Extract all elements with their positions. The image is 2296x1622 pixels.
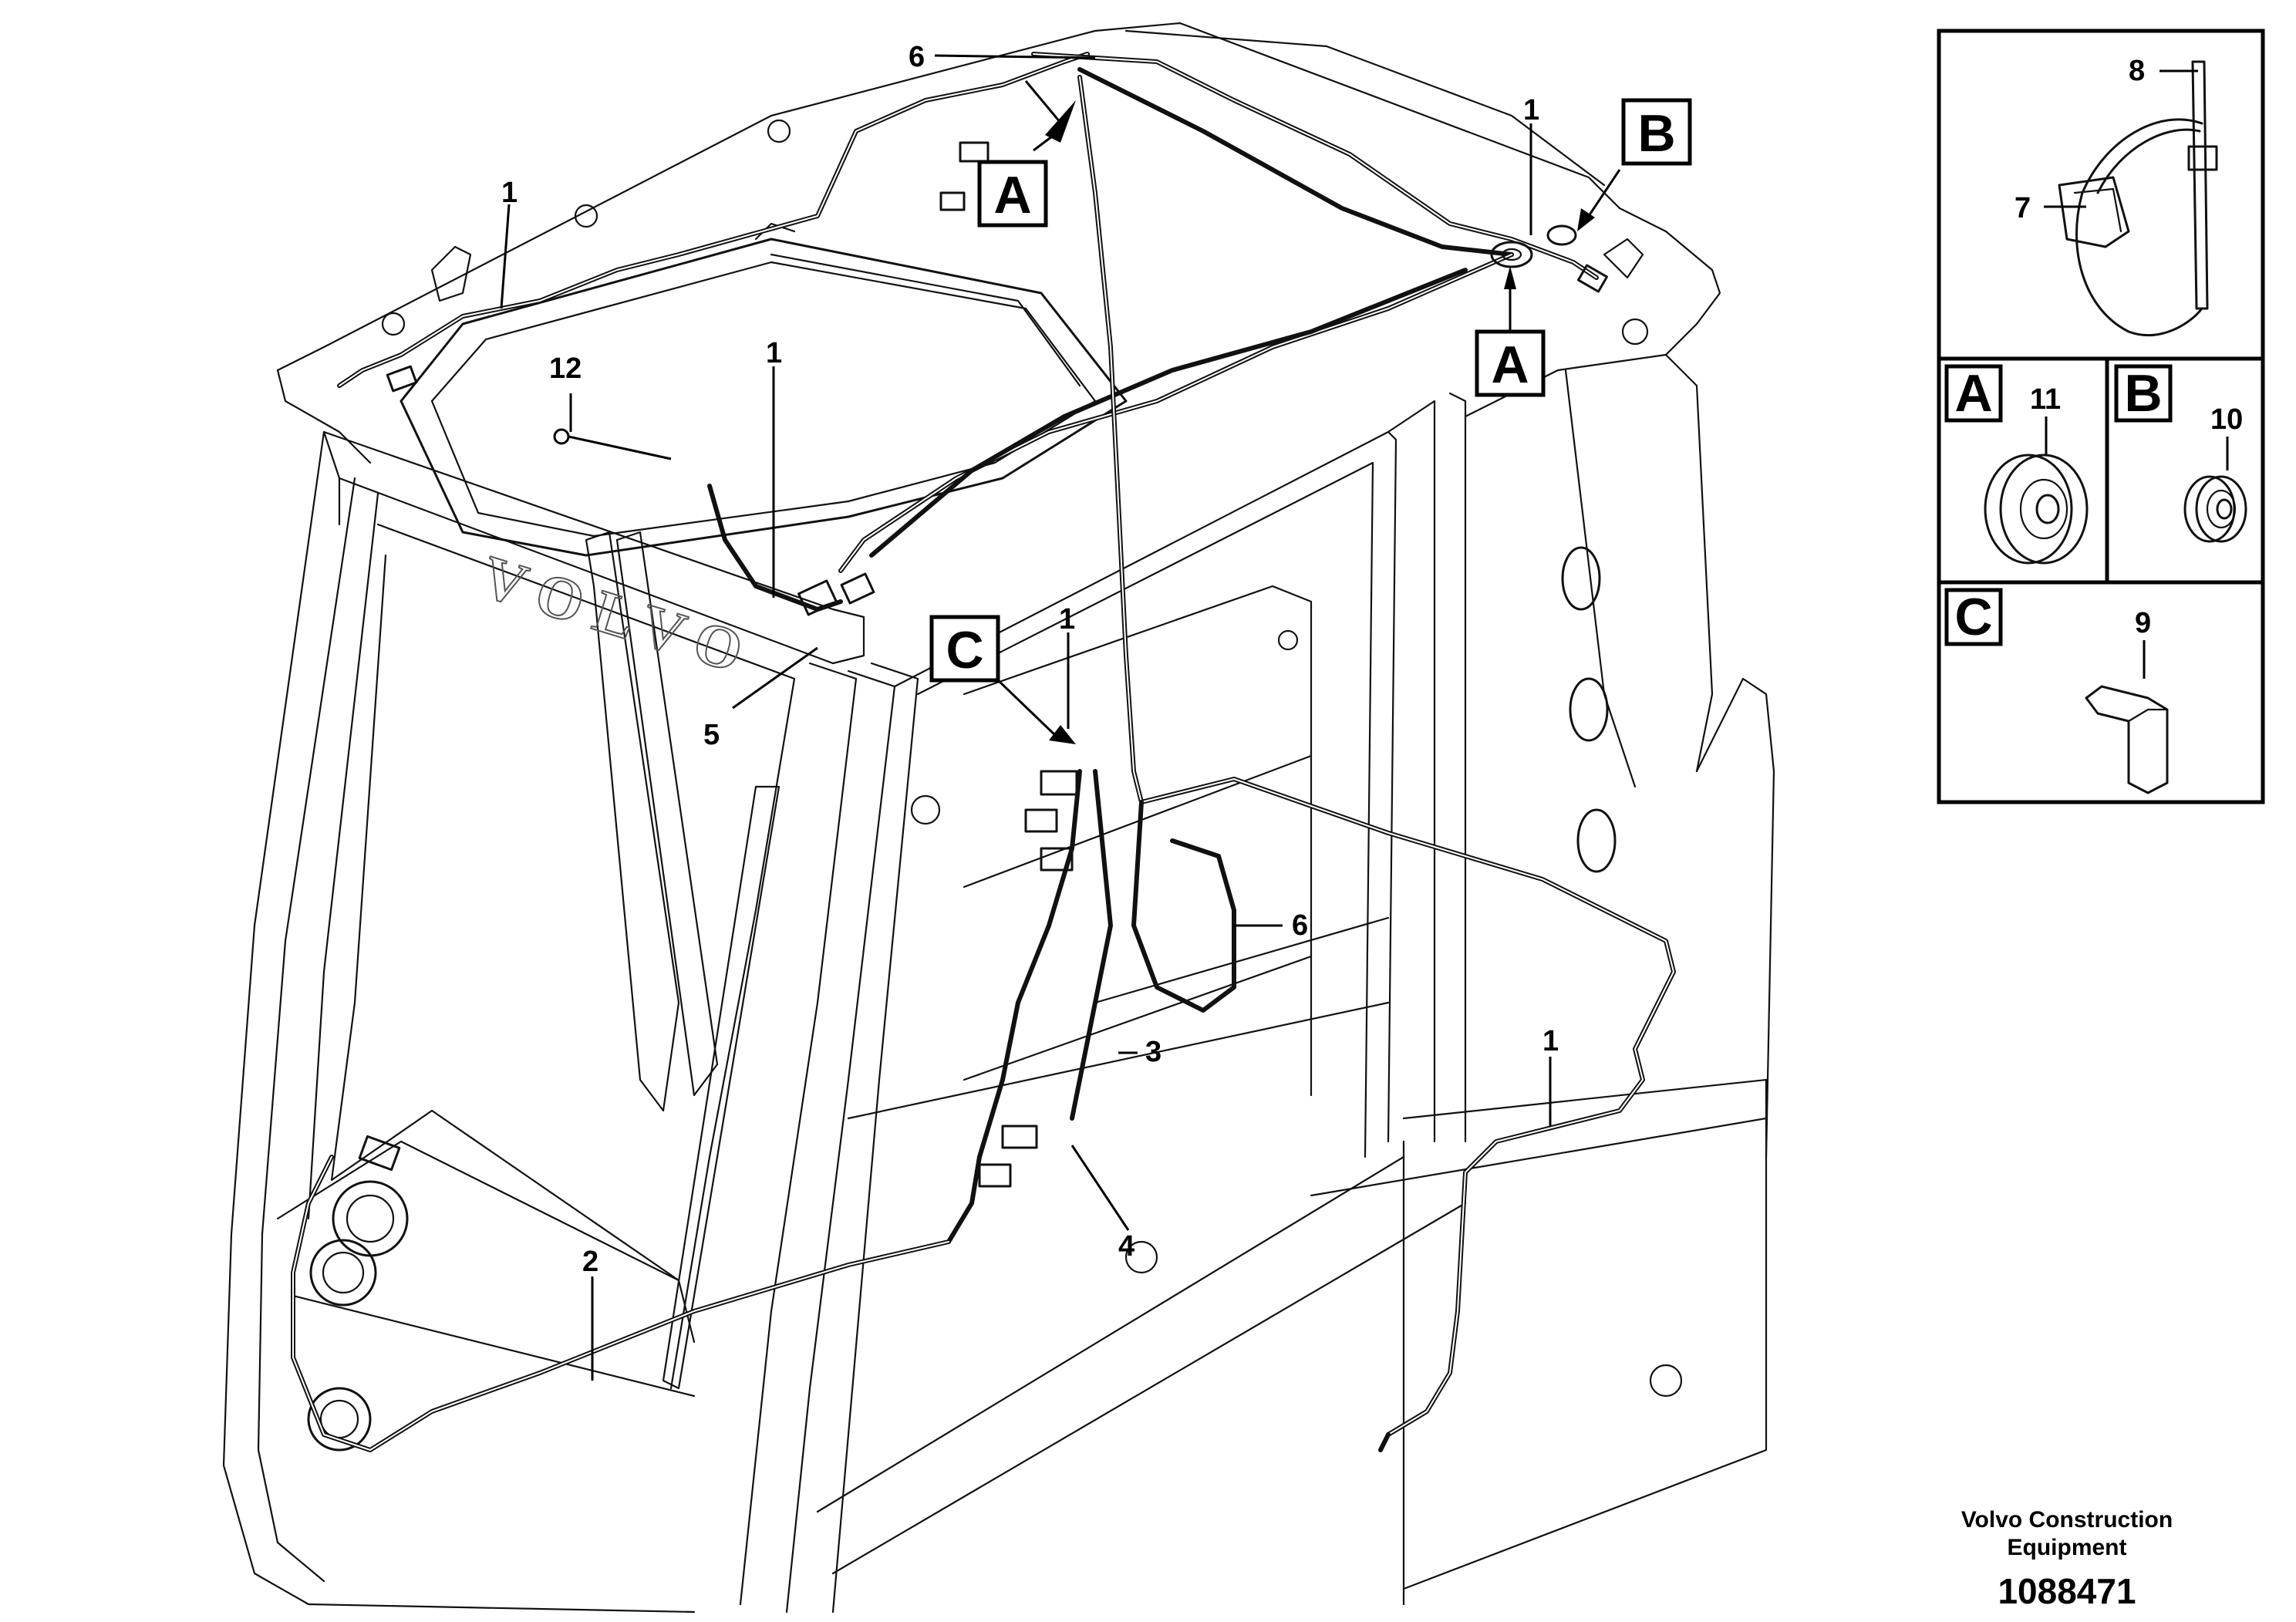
brand-line-2: Equipment (2007, 1535, 2127, 1560)
callout-1-top: 1 (1523, 94, 1539, 126)
inset-item-9: 9 (2135, 607, 2151, 639)
detail-box-a-right: A (1475, 329, 1546, 397)
inset-item-10: 10 (2210, 403, 2243, 436)
inset-item-7: 7 (2014, 192, 2031, 224)
cab-structure: VOLVO (222, 22, 1775, 1614)
volvo-emboss: VOLVO (474, 542, 764, 689)
cable-tie-detail (2044, 60, 2218, 336)
connectors (358, 141, 1608, 1188)
detail-box-a-right-label: A (1491, 336, 1529, 394)
callout-5: 5 (703, 719, 720, 751)
inset-item-8: 8 (2129, 55, 2145, 87)
callout-1-pillar: 1 (1059, 603, 1075, 636)
air-vent-upper (309, 1239, 377, 1307)
callout-6-mid: 6 (1292, 909, 1308, 942)
callout-1-roof: 1 (501, 177, 518, 209)
inset-panel-b-letter: B (2124, 364, 2162, 423)
brand-line-1: Volvo Construction (1961, 1507, 2173, 1533)
item-12-point (553, 428, 570, 445)
callout-1-mid: 1 (766, 337, 782, 369)
callout-3: 3 (1145, 1036, 1161, 1068)
reference-number: 1088471 (1998, 1571, 2136, 1611)
detail-box-c-pillar: C (929, 615, 1000, 683)
grommet-10 (2183, 475, 2247, 543)
detail-box-c-pillar-label: C (946, 621, 983, 679)
air-vent-side (332, 1180, 409, 1257)
leader-lines (500, 54, 1621, 1381)
callout-1-rear: 1 (1542, 1025, 1559, 1057)
speaker-rear (1561, 546, 1617, 873)
callout-2: 2 (582, 1246, 598, 1278)
callout-4: 4 (1118, 1230, 1135, 1263)
inset-panel-a-letter: A (1954, 364, 1992, 423)
harness-cables (291, 52, 1676, 1452)
callout-12: 12 (549, 352, 582, 385)
grommet-11 (1984, 454, 2089, 565)
callout-numbers: 1 6 1 1 12 5 1 6 1 3 4 2 (501, 41, 1559, 1278)
parts-inset: 8 7 A 11 B 10 C 9 (1937, 29, 2265, 804)
callout-6-top: 6 (909, 41, 925, 73)
detail-box-b-right-label: B (1637, 104, 1675, 163)
inset-item-11: 11 (2030, 383, 2061, 416)
detail-box-a-top-label: A (993, 166, 1031, 224)
detail-box-a-top: A (977, 160, 1048, 228)
detail-box-b-right: B (1621, 98, 1692, 166)
fastener-bolts (381, 119, 1683, 1398)
edge-protector-9 (2085, 685, 2169, 794)
inset-panel-c-letter: C (1954, 588, 1992, 646)
